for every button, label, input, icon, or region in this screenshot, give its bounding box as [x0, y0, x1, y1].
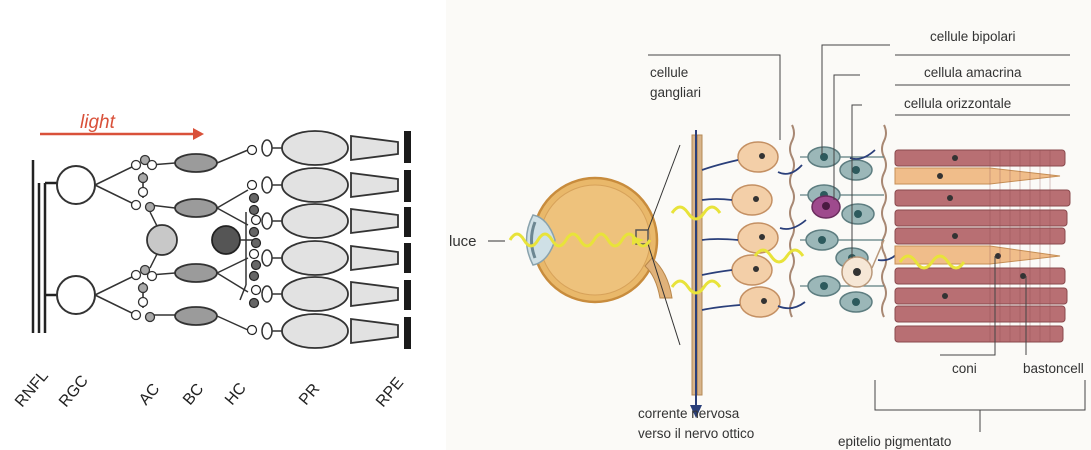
- pr-pedicles: [262, 140, 272, 339]
- horizontal-cell: [212, 226, 240, 254]
- amacrine-cell: [147, 225, 177, 255]
- label-corrente-2: verso il nervo ottico: [638, 426, 754, 441]
- label-rgc: RGC: [56, 372, 92, 410]
- rnfl-lines: [33, 160, 58, 333]
- label-rnfl: RNFL: [12, 368, 52, 411]
- label-gangliari: gangliari: [650, 85, 701, 100]
- pr-axons: [272, 148, 282, 331]
- label-ac: AC: [136, 381, 163, 409]
- retina-illustration: luce: [446, 0, 1091, 450]
- label-epitelio: epitelio pigmentato: [838, 434, 951, 449]
- label-hc: HC: [222, 380, 250, 409]
- light-arrowhead: [193, 128, 204, 140]
- light-label: light: [80, 112, 116, 133]
- label-rpe: RPE: [373, 374, 407, 410]
- label-luce: luce: [449, 233, 477, 250]
- outer-segments: [351, 136, 398, 343]
- label-cellula-orizzontale: cellula orizzontale: [904, 96, 1011, 111]
- rpe-bars: [404, 131, 411, 349]
- label-pr: PR: [296, 381, 323, 409]
- label-bc: BC: [180, 381, 207, 409]
- label-coni: coni: [952, 361, 977, 376]
- label-cellule-bipolari: cellule bipolari: [930, 29, 1016, 44]
- photoreceptors: [282, 131, 348, 348]
- label-corrente-1: corrente nervosa: [638, 406, 740, 421]
- layer-labels: RNFL RGC AC BC HC PR RPE: [12, 368, 407, 411]
- ganglion-cell-top: [57, 166, 95, 204]
- bipolar-cells: [175, 154, 217, 325]
- label-cellula-amacrina: cellula amacrina: [924, 65, 1022, 80]
- label-bastoncelli: bastoncell: [1023, 361, 1084, 376]
- label-cellule: cellule: [650, 65, 688, 80]
- ganglion-cell-bottom: [57, 276, 95, 314]
- retina-schematic: light: [12, 112, 411, 411]
